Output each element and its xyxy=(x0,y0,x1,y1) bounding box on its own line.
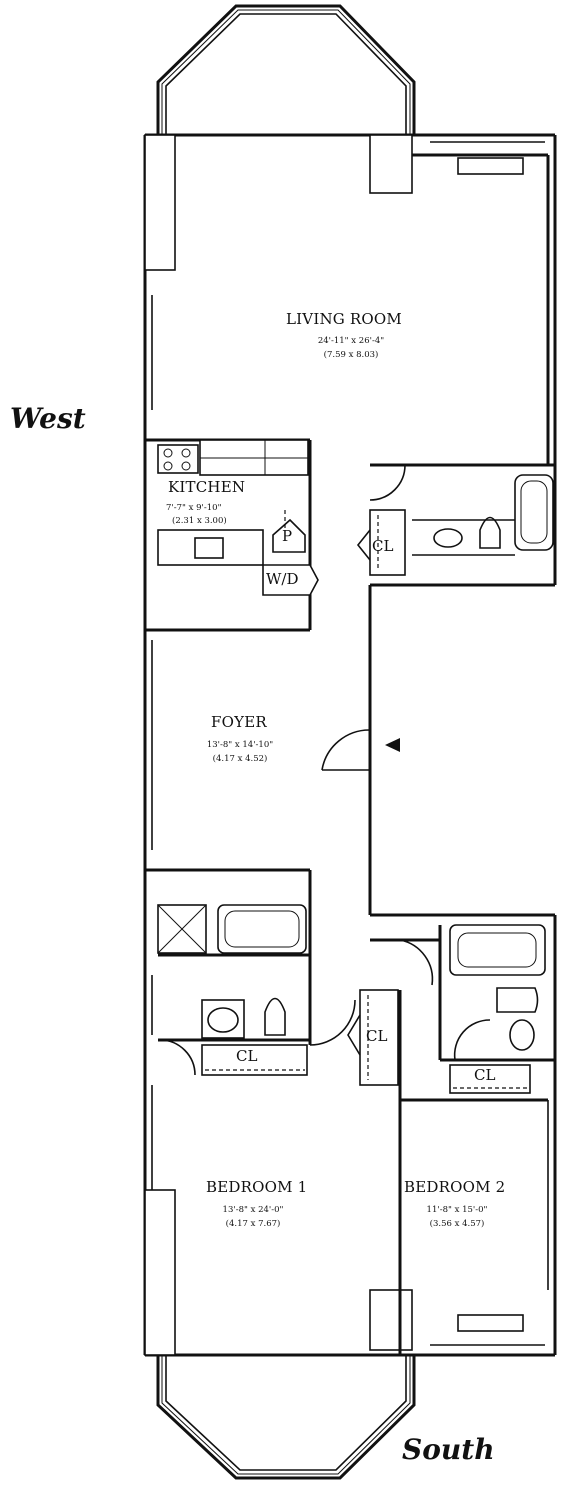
foyer-dim-metric: (4.17 x 4.52) xyxy=(212,754,268,764)
bedroom1-bath xyxy=(145,868,356,1076)
foyer-name: FOYER xyxy=(211,713,267,731)
closet-label-hall: CL xyxy=(366,1027,388,1045)
kitchen-dim-metric: (2.31 x 3.00) xyxy=(172,516,227,526)
foyer-dim-imperial: 13'-8" x 14'-10" xyxy=(206,740,274,750)
kitchen-dim-imperial: 7'-7" x 9'-10" xyxy=(166,503,222,513)
living-room-dim-metric: (7.59 x 8.03) xyxy=(323,350,379,360)
closet-label-living: CL xyxy=(372,537,394,555)
columns xyxy=(144,134,524,1356)
north-bay-window xyxy=(156,4,416,135)
bedroom1-name: BEDROOM 1 xyxy=(206,1178,308,1196)
bedroom1-dim-metric: (4.17 x 7.67) xyxy=(225,1219,281,1229)
living-room-name: LIVING ROOM xyxy=(286,310,402,328)
bedroom2-bath xyxy=(370,924,555,1290)
south-label: South xyxy=(402,1433,495,1466)
bedroom2-dim-metric: (3.56 x 4.57) xyxy=(429,1219,485,1229)
closet-label-bedroom1: CL xyxy=(236,1047,258,1065)
hall-closet-living xyxy=(356,509,406,576)
closet-label-bedroom2: CL xyxy=(474,1066,496,1084)
entry-door xyxy=(321,729,400,771)
bedroom1-dim-imperial: 13'-8" x 24'-0" xyxy=(222,1205,284,1215)
bedroom2-dim-imperial: 11'-8" x 15'-0" xyxy=(426,1205,488,1215)
pantry-label: P xyxy=(282,527,293,545)
kitchen-name: KITCHEN xyxy=(168,478,246,496)
hall-closet-bedrooms xyxy=(347,989,402,1355)
exterior-walls xyxy=(143,133,557,1357)
living-room-walls xyxy=(369,153,555,556)
west-label: West xyxy=(10,402,86,435)
washer-dryer-label: W/D xyxy=(266,570,299,588)
bedroom2-name: BEDROOM 2 xyxy=(404,1178,506,1196)
living-room-dim-imperial: 24'-11" x 26'-4" xyxy=(317,336,385,346)
south-bay-window xyxy=(156,1355,416,1480)
kitchen-walls xyxy=(145,438,319,632)
